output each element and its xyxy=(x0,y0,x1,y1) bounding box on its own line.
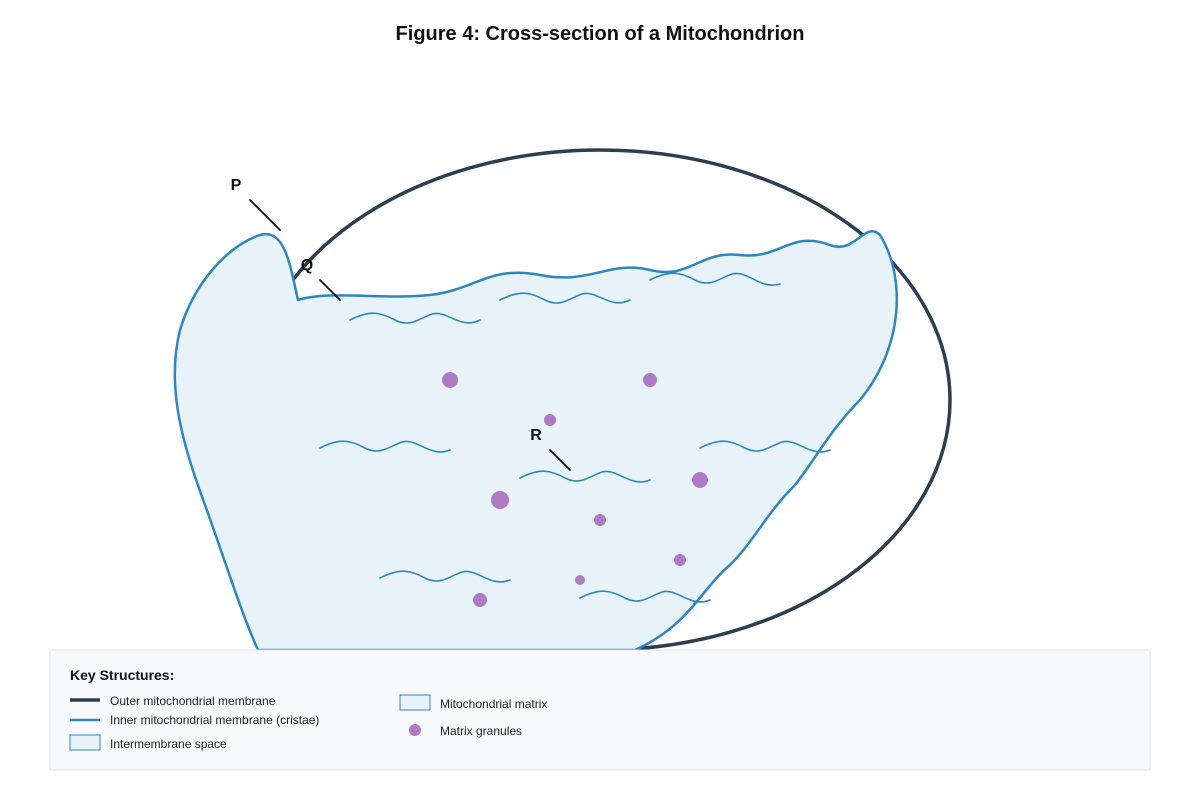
label-pointers xyxy=(249,199,571,471)
label-r: R xyxy=(530,427,542,444)
legend-swatch-intermembrane-space xyxy=(69,734,101,751)
legend-label-matrix: Mitochondrial matrix xyxy=(440,697,547,711)
legend: Key Structures: Outer mitochondrial memb… xyxy=(49,649,1151,771)
legend-label-outer-membrane: Outer mitochondrial membrane xyxy=(110,694,276,708)
matrix-granule xyxy=(643,373,657,387)
legend-label-intermembrane-space: Intermembrane space xyxy=(110,737,227,751)
matrix-granule xyxy=(491,491,509,509)
matrix-granule xyxy=(674,554,686,566)
legend-box xyxy=(49,649,1151,771)
matrix-granule xyxy=(473,593,487,607)
legend-swatch-granule xyxy=(409,724,421,736)
pointer-line-q xyxy=(319,279,341,301)
label-p: P xyxy=(231,177,242,194)
matrix-granule xyxy=(544,414,556,426)
matrix-granule xyxy=(594,514,606,526)
crista xyxy=(579,590,711,603)
crista xyxy=(349,312,481,324)
crista xyxy=(649,272,781,286)
inner-membrane xyxy=(173,230,899,652)
crista xyxy=(519,470,651,483)
pointer-line-r xyxy=(549,449,571,471)
matrix-granules xyxy=(442,372,708,607)
legend-label-inner-membrane: Inner mitochondrial membrane (cristae) xyxy=(110,713,319,727)
matrix-granule xyxy=(575,575,585,585)
figure-title: Figure 4: Cross-section of a Mitochondri… xyxy=(396,23,805,45)
legend-title: Key Structures: xyxy=(70,667,174,683)
crista xyxy=(379,570,511,583)
matrix-granule xyxy=(692,472,708,488)
cristae xyxy=(319,272,831,603)
legend-label-granules: Matrix granules xyxy=(440,724,522,738)
crista xyxy=(699,440,831,453)
label-q: Q xyxy=(301,257,313,274)
legend-swatch-matrix xyxy=(399,694,431,711)
matrix-granule xyxy=(442,372,458,388)
crista xyxy=(499,292,631,304)
crista xyxy=(319,440,451,453)
pointer-line-p xyxy=(249,199,281,231)
